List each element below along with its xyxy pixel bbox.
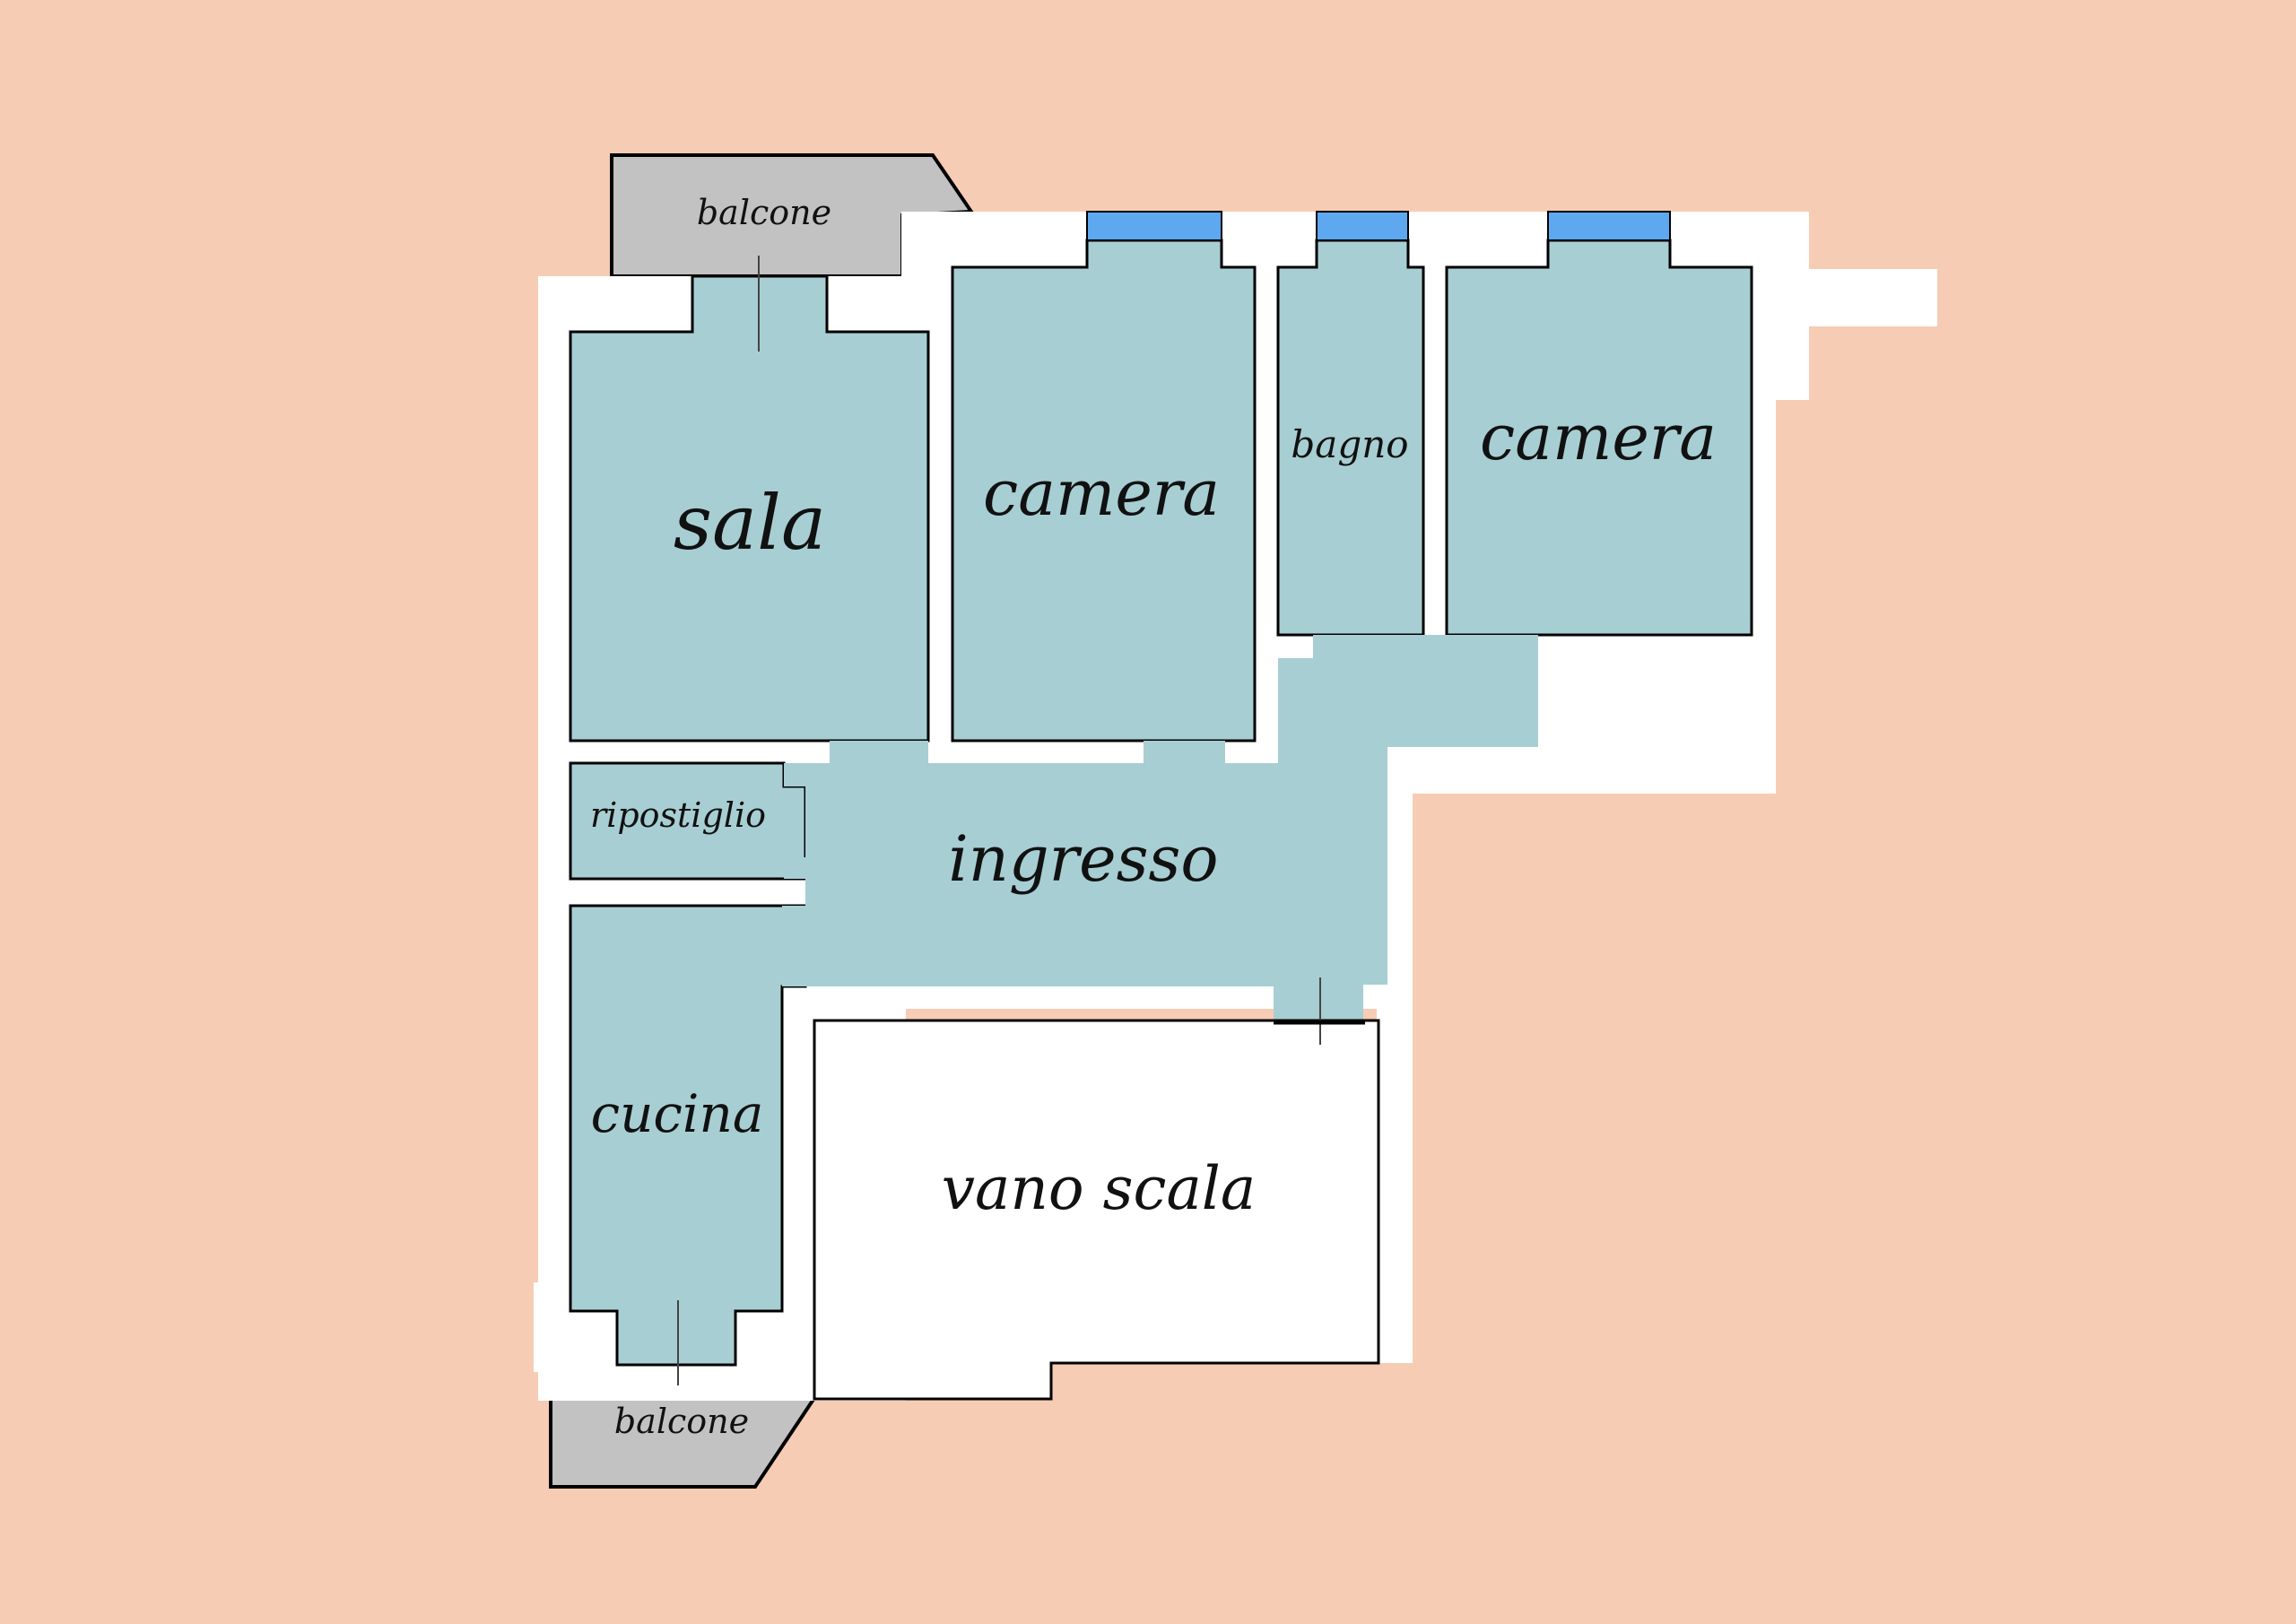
window-camera-2 — [1547, 211, 1671, 241]
room-sala-floor — [569, 274, 930, 743]
label-camera-2: camera — [1480, 401, 1717, 474]
stairwell — [813, 1019, 1380, 1401]
window-bagno — [1316, 211, 1409, 241]
floor — [569, 239, 1753, 1367]
label-balcone-top: balcone — [697, 193, 831, 232]
window-camera-1 — [1086, 211, 1222, 241]
windows — [1086, 211, 1671, 241]
label-cucina: cucina — [591, 1083, 764, 1144]
label-camera-1: camera — [983, 456, 1220, 530]
label-ingresso: ingresso — [948, 822, 1218, 896]
label-ripostiglio: ripostiglio — [590, 795, 766, 835]
label-sala: sala — [674, 479, 826, 567]
ingresso-connector — [1314, 635, 1538, 747]
label-bagno: bagno — [1291, 422, 1408, 466]
room-camera-1-floor — [951, 239, 1257, 743]
ingresso-connector-2 — [1278, 658, 1314, 766]
label-balcone-bottom: balcone — [614, 1402, 749, 1441]
room-camera-2-floor — [1445, 239, 1753, 637]
label-vano-scala: vano scala — [942, 1154, 1257, 1223]
